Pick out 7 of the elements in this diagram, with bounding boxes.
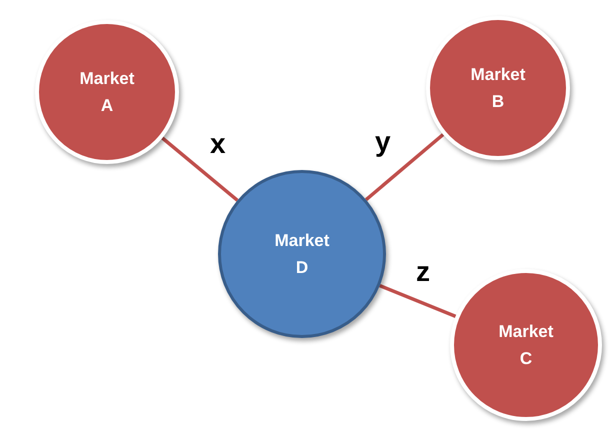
connector-line [364,133,444,202]
connector-line [379,284,456,318]
node-label: Market C [498,320,554,370]
connector-line [161,136,238,202]
node-label: Market B [470,64,526,113]
node-label: Market A [80,68,134,117]
node-label: Market D [274,230,330,279]
